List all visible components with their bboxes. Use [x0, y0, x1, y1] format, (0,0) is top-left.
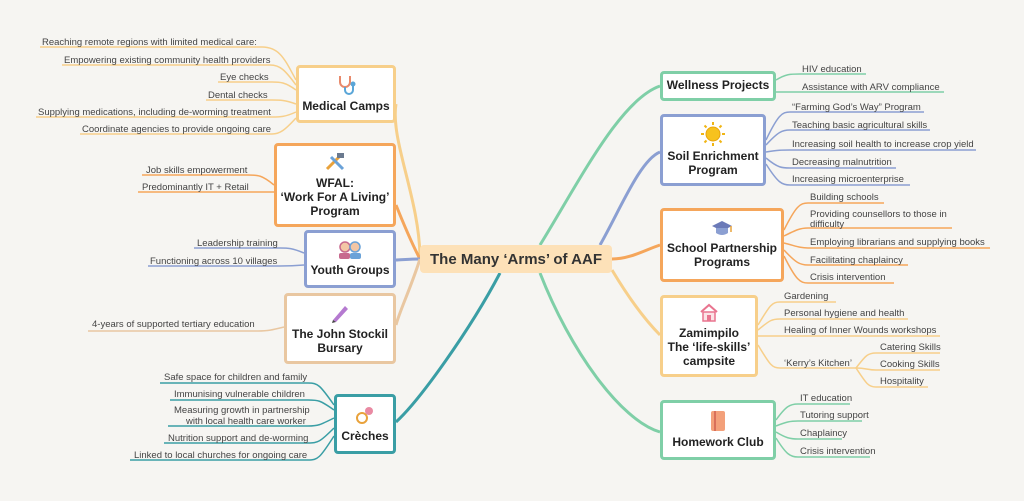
- creches-item: Measuring growth in partnership: [174, 405, 310, 416]
- soil-title-line1: Soil Enrichment: [667, 149, 759, 164]
- soil-item: Increasing soil health to increase crop …: [792, 139, 974, 150]
- school-title-line2: Programs: [693, 255, 751, 269]
- medical-item: Empowering existing community health pro…: [64, 55, 271, 66]
- zamimpilo-subitem: Hospitality: [880, 376, 924, 387]
- sun-icon: [701, 122, 725, 147]
- youth-groups-node: Youth Groups: [304, 230, 396, 288]
- soil-item: Decreasing malnutrition: [792, 157, 892, 168]
- wfal-title-line2: ‘Work For A Living’: [280, 190, 390, 205]
- soil-enrichment-node: Soil Enrichment Program: [660, 114, 766, 186]
- creches-title: Crèches: [341, 429, 389, 444]
- wfal-title-line1: WFAL:: [316, 176, 354, 191]
- creches-item: Linked to local churches for ongoing car…: [134, 450, 308, 461]
- zamimpilo-item: Personal hygiene and health: [784, 308, 905, 319]
- book-icon: [711, 411, 725, 432]
- homework-item: IT education: [800, 393, 853, 404]
- graduation-cap-icon: [712, 221, 732, 236]
- medical-camps-node: Medical Camps: [296, 65, 396, 123]
- medical-item: Dental checks: [208, 90, 268, 101]
- homework-item: Chaplaincy: [800, 428, 847, 439]
- bursary-item: 4-years of supported tertiary education: [92, 319, 255, 330]
- zamimpilo-title-line3: campsite: [682, 353, 736, 368]
- medical-item: Reaching remote regions with limited med…: [42, 37, 257, 48]
- school-item: Employing librarians and supplying books: [810, 237, 985, 248]
- medical-item: Eye checks: [220, 72, 269, 83]
- creches-node: Crèches: [334, 394, 396, 454]
- homework-item: Tutoring support: [800, 410, 869, 421]
- youth-item: Functioning across 10 villages: [150, 256, 278, 267]
- stethoscope-icon: [339, 76, 356, 96]
- wellness-title: Wellness Projects: [666, 78, 770, 93]
- bursary-title-line1: The John Stockil: [291, 326, 388, 341]
- creches-item: Safe space for children and family: [164, 372, 308, 383]
- wfal-item: Job skills empowerment: [146, 165, 248, 176]
- school-item: Building schools: [810, 192, 879, 203]
- wellness-projects-node: Wellness Projects: [660, 71, 776, 101]
- zamimpilo-item: Healing of Inner Wounds workshops: [784, 325, 937, 336]
- wfal-node: WFAL: ‘Work For A Living’ Program: [274, 143, 396, 227]
- pencil-icon: [332, 305, 348, 323]
- soil-item: Increasing microenterprise: [792, 174, 904, 185]
- medical-item: Coordinate agencies to provide ongoing c…: [82, 124, 272, 135]
- homework-title: Homework Club: [672, 435, 764, 450]
- school-item: Facilitating chaplaincy: [810, 255, 903, 266]
- medical-item: Supplying medications, including de-worm…: [38, 107, 271, 118]
- wfal-item: Predominantly IT + Retail: [142, 182, 249, 193]
- zamimpilo-subitem: Cooking Skills: [880, 359, 940, 370]
- school-item: Providing counsellors to those in: [810, 209, 947, 220]
- youth-item: Leadership training: [197, 238, 278, 249]
- bursary-node: The John Stockil Bursary: [284, 293, 396, 364]
- zamimpilo-item: Gardening: [784, 291, 829, 302]
- soil-item: “Farming God’s Way” Program: [792, 102, 921, 113]
- zamimpilo-node: Zamimpilo The ‘life-skills’ campsite: [660, 295, 758, 377]
- wellness-item: HIV education: [802, 64, 862, 75]
- wfal-title-line3: Program: [310, 203, 360, 218]
- homework-item: Crisis intervention: [800, 446, 876, 457]
- creches-item: Immunising vulnerable children: [174, 389, 305, 400]
- youth-groups-title: Youth Groups: [310, 263, 390, 278]
- zamimpilo-title-line1: Zamimpilo: [678, 326, 739, 341]
- soil-item: Teaching basic agricultural skills: [792, 120, 928, 131]
- zamimpilo-item: ‘Kerry’s Kitchen’: [784, 358, 852, 369]
- school-title-line1: School Partnership: [666, 241, 778, 256]
- school-partnership-node: School Partnership Programs: [660, 208, 784, 282]
- school-item: Crisis intervention: [810, 272, 886, 283]
- central-topic: The Many ‘Arms’ of AAF: [420, 245, 612, 273]
- house-icon: [700, 303, 718, 323]
- bursary-title-line2: Bursary: [317, 340, 363, 355]
- zamimpilo-subitem: Catering Skills: [880, 342, 941, 353]
- zamimpilo-title-line2: The ‘life-skills’: [667, 340, 751, 355]
- creches-item: with local health care worker: [186, 416, 306, 427]
- homework-club-node: Homework Club: [660, 400, 776, 460]
- medical-camps-title: Medical Camps: [302, 99, 390, 114]
- pacifier-icon: [356, 407, 373, 425]
- soil-title-line2: Program: [688, 163, 738, 177]
- people-icon: [339, 241, 361, 260]
- tools-icon: [325, 153, 345, 171]
- school-item: difficulty: [810, 219, 845, 230]
- creches-item: Nutrition support and de-worming: [168, 433, 309, 444]
- wellness-item: Assistance with ARV compliance: [802, 82, 940, 93]
